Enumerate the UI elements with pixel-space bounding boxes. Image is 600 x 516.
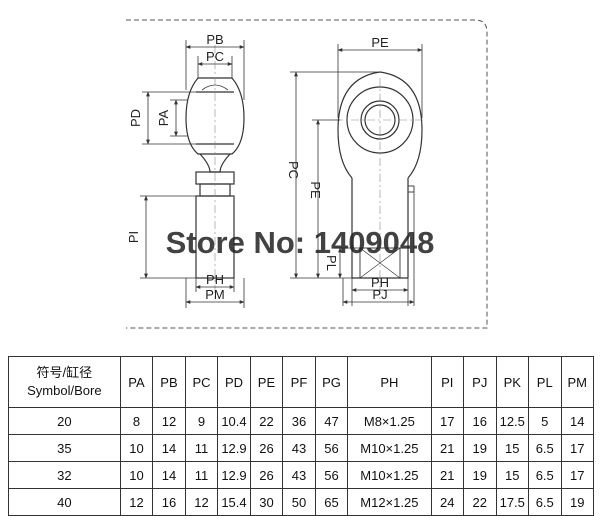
table-cell: M8×1.25 xyxy=(347,407,432,435)
table-cell: 16 xyxy=(152,488,186,516)
label-pl: PL xyxy=(324,255,339,271)
header-symbol-bore: 符号/缸径 Symbol/Bore xyxy=(8,356,121,408)
label-pm: PM xyxy=(205,287,225,302)
table-cell: 11 xyxy=(184,461,219,489)
table-cell: 15 xyxy=(495,434,529,462)
left-side-view xyxy=(185,45,245,300)
header-pb: PB xyxy=(152,356,186,408)
header-pd: PD xyxy=(217,356,251,408)
table-cell: 43 xyxy=(282,461,316,489)
table-cell: 17 xyxy=(560,434,594,462)
header-pc: PC xyxy=(184,356,219,408)
rod-end-technical-drawing: PB PC PD PA PI PH PM xyxy=(126,19,488,329)
label-ph-left: PH xyxy=(206,272,224,287)
table-cell: 6.5 xyxy=(528,461,562,489)
table-cell: 15.4 xyxy=(217,488,251,516)
header-pg: PG xyxy=(314,356,349,408)
table-cell: 17 xyxy=(560,461,594,489)
label-pd: PD xyxy=(128,109,143,127)
table-cell: 15 xyxy=(495,461,529,489)
table-cell: 12 xyxy=(152,407,186,435)
table-cell: 11 xyxy=(184,434,219,462)
table-cell: 19 xyxy=(463,461,497,489)
table-cell: 14 xyxy=(152,434,186,462)
header-pf: PF xyxy=(282,356,316,408)
table-cell: 12.5 xyxy=(495,407,529,435)
table-cell: M10×1.25 xyxy=(347,434,432,462)
label-pc-right: PC xyxy=(286,161,301,179)
table-cell: 26 xyxy=(249,461,284,489)
table-cell: 36 xyxy=(282,407,316,435)
table-cell: 20 xyxy=(8,407,121,435)
table-cell: 22 xyxy=(463,488,497,516)
table-header-row: 符号/缸径 Symbol/Bore PA PB PC PD PE PF PG P… xyxy=(8,356,594,408)
table-cell: 30 xyxy=(249,488,284,516)
header-pe: PE xyxy=(249,356,284,408)
label-pb: PB xyxy=(206,32,223,47)
table-cell: 17.5 xyxy=(495,488,529,516)
table-cell: 16 xyxy=(463,407,497,435)
table-cell: 19 xyxy=(560,488,594,516)
table-cell: 32 xyxy=(8,461,121,489)
table-cell: 6.5 xyxy=(528,434,562,462)
table-cell: 17 xyxy=(430,407,464,435)
table-cell: 6.5 xyxy=(528,488,562,516)
label-pi: PI xyxy=(126,231,141,243)
table-cell: 19 xyxy=(463,434,497,462)
table-cell: 12 xyxy=(184,488,219,516)
table-cell: 35 xyxy=(8,434,121,462)
label-ph-right: PH xyxy=(371,275,389,290)
table-cell: M10×1.25 xyxy=(347,461,432,489)
header-symbol-bore-chinese: 符号/缸径 xyxy=(36,365,93,380)
table-row: 40 12 16 12 15.4 30 50 65 M12×1.25 24 22… xyxy=(8,488,594,516)
table-cell: 14 xyxy=(560,407,594,435)
table-cell: 26 xyxy=(249,434,284,462)
table-cell: 56 xyxy=(314,461,349,489)
table-cell: 21 xyxy=(430,434,464,462)
table-cell: 10 xyxy=(119,461,154,489)
table-row: 35 10 14 11 12.9 26 43 56 M10×1.25 21 19… xyxy=(8,434,594,462)
table-row: 20 8 12 9 10.4 22 36 47 M8×1.25 17 16 12… xyxy=(8,407,594,435)
header-symbol-bore-english: Symbol/Bore xyxy=(27,383,102,398)
header-pj: PJ xyxy=(463,356,497,408)
table-cell: 65 xyxy=(314,488,349,516)
table-cell: 56 xyxy=(314,434,349,462)
store-watermark: Store No: 1409048 xyxy=(166,225,435,260)
table-cell: 21 xyxy=(430,461,464,489)
label-pa: PA xyxy=(156,109,171,126)
label-pe-top: PE xyxy=(371,35,389,50)
header-pa: PA xyxy=(119,356,154,408)
table-cell: 14 xyxy=(152,461,186,489)
table-cell: 12.9 xyxy=(217,461,251,489)
table-cell: 12.9 xyxy=(217,434,251,462)
header-pm: PM xyxy=(560,356,594,408)
dashed-frame xyxy=(126,19,488,329)
right-front-view xyxy=(335,71,425,300)
table-cell: 50 xyxy=(282,488,316,516)
table-cell: 10.4 xyxy=(217,407,251,435)
table-cell: M12×1.25 xyxy=(347,488,432,516)
label-pj: PJ xyxy=(372,287,387,302)
table-cell: 10 xyxy=(119,434,154,462)
table-cell: 5 xyxy=(528,407,562,435)
table-cell: 9 xyxy=(184,407,219,435)
table-cell: 47 xyxy=(314,407,349,435)
table-cell: 40 xyxy=(8,488,121,516)
label-pe-side: PE xyxy=(308,181,323,199)
header-pk: PK xyxy=(495,356,529,408)
table-cell: 43 xyxy=(282,434,316,462)
specification-table: 符号/缸径 Symbol/Bore PA PB PC PD PE PF PG P… xyxy=(8,356,594,516)
table-cell: 12 xyxy=(119,488,154,516)
table-cell: 22 xyxy=(249,407,284,435)
header-ph: PH xyxy=(347,356,432,408)
label-pc-left: PC xyxy=(206,49,224,64)
header-pi: PI xyxy=(430,356,464,408)
header-pl: PL xyxy=(528,356,562,408)
table-cell: 24 xyxy=(430,488,464,516)
table-row: 32 10 14 11 12.9 26 43 56 M10×1.25 21 19… xyxy=(8,461,594,489)
table-cell: 8 xyxy=(119,407,154,435)
